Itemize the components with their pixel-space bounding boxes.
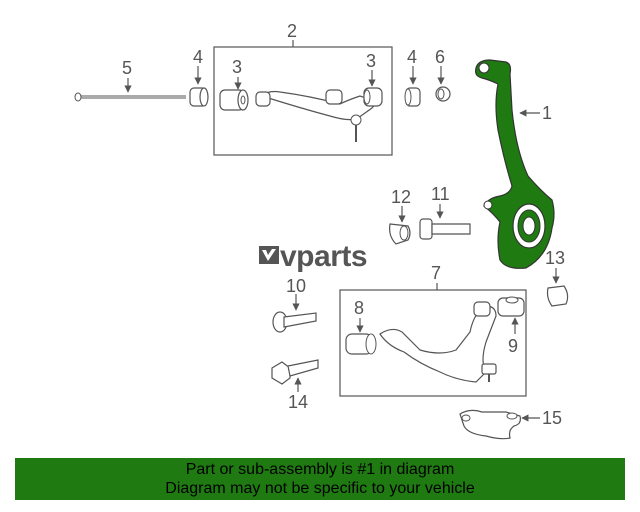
info-banner: Part or sub-assembly is #1 in diagram Di…	[15, 458, 625, 500]
bushing-part-9[interactable]	[497, 296, 525, 317]
washer-part-4-left[interactable]	[189, 87, 209, 107]
callout-4-right: 4	[407, 47, 417, 67]
callout-5: 5	[122, 58, 132, 78]
logo-text: vparts	[280, 240, 367, 273]
callout-3-right: 3	[366, 51, 376, 71]
callout-3-left: 3	[232, 57, 242, 77]
lower-control-arm[interactable]	[379, 301, 497, 383]
callout-11: 11	[431, 184, 450, 204]
callout-2: 2	[287, 21, 297, 41]
long-bolt-part-5[interactable]	[74, 92, 186, 102]
callout-7: 7	[431, 263, 441, 283]
info-banner-line-1: Part or sub-assembly is #1 in diagram	[185, 461, 455, 478]
bushing-part-13[interactable]	[546, 285, 569, 307]
bushing-part-3-right[interactable]	[363, 87, 383, 107]
callout-1: 1	[542, 103, 552, 123]
upper-arm-group-box	[213, 46, 393, 156]
bushing-part-12[interactable]	[389, 223, 411, 245]
callout-10: 10	[286, 276, 306, 296]
callout-9: 9	[508, 336, 518, 356]
callout-14: 14	[288, 392, 308, 412]
bracket-part-15[interactable]	[459, 409, 521, 440]
callout-13: 13	[545, 248, 565, 268]
steering-knuckle-part-1[interactable]	[475, 59, 555, 269]
upper-control-arm[interactable]	[255, 89, 375, 142]
washer-part-4-right[interactable]	[404, 87, 421, 107]
nut-part-6[interactable]	[435, 86, 451, 102]
parts-diagram: 2 5 4 3 3 4	[74, 21, 569, 440]
bolt-part-14[interactable]	[271, 359, 319, 385]
bolt-part-11[interactable]	[419, 218, 471, 240]
lower-arm-group-box	[339, 289, 527, 397]
bushing-part-3-left[interactable]	[219, 89, 249, 111]
callout-12: 12	[391, 187, 411, 207]
callout-8: 8	[354, 298, 364, 318]
bushing-part-8[interactable]	[345, 333, 377, 355]
bolt-part-10[interactable]	[272, 311, 317, 333]
info-banner-line-2: Diagram may not be specific to your vehi…	[165, 480, 475, 497]
callout-4-left: 4	[193, 47, 203, 67]
vparts-logo: vparts	[259, 240, 368, 273]
callout-15: 15	[542, 408, 562, 428]
callout-6: 6	[435, 47, 445, 67]
